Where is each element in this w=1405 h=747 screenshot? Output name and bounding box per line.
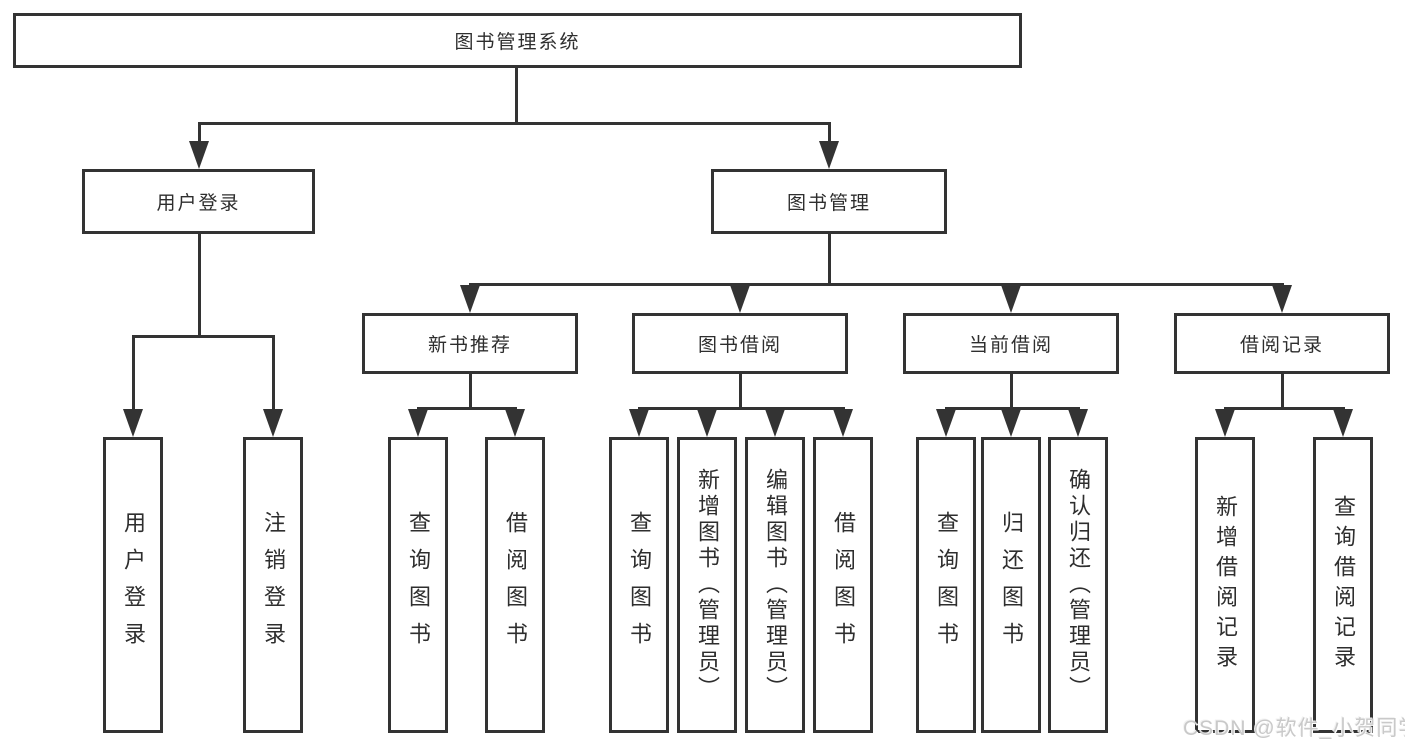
connector-arrowhead bbox=[1215, 409, 1235, 437]
node-user-login: 用户登录 bbox=[82, 169, 315, 234]
node-book-management-system: 图书管理系统 bbox=[13, 13, 1022, 68]
leaf-return-books: 归还图书 bbox=[981, 437, 1041, 733]
connector-arrowhead bbox=[460, 285, 480, 313]
node-book-borrowing: 图书借阅 bbox=[632, 313, 848, 374]
connector-line bbox=[739, 374, 742, 407]
connector-line bbox=[469, 283, 1284, 286]
node-label: 查询图书 bbox=[934, 511, 959, 659]
connector-arrowhead bbox=[629, 409, 649, 437]
node-label: 查询图书 bbox=[627, 511, 652, 659]
connector-arrowhead bbox=[833, 409, 853, 437]
connector-line bbox=[198, 234, 201, 335]
node-label: 编辑图书（管理员） bbox=[763, 468, 788, 702]
connector-arrowhead bbox=[730, 285, 750, 313]
node-book-management: 图书管理 bbox=[711, 169, 947, 234]
connector-line bbox=[1010, 374, 1013, 407]
connector-arrowhead bbox=[765, 409, 785, 437]
node-label: 新增图书（管理员） bbox=[695, 468, 720, 702]
connector-line bbox=[1224, 407, 1345, 410]
node-label: 图书管理系统 bbox=[454, 32, 581, 53]
leaf-add-books-admin: 新增图书（管理员） bbox=[677, 437, 737, 733]
node-label: 用户登录 bbox=[156, 193, 241, 214]
connector-line bbox=[1281, 374, 1284, 407]
node-label: 新书推荐 bbox=[427, 335, 512, 356]
connector-line bbox=[828, 122, 831, 144]
connector-arrowhead bbox=[1001, 285, 1021, 313]
connector-line bbox=[132, 335, 135, 412]
connector-line bbox=[638, 407, 845, 410]
node-label: 图书借阅 bbox=[697, 335, 782, 356]
leaf-borrow-books-recommend: 借阅图书 bbox=[485, 437, 545, 733]
connector-arrowhead bbox=[1001, 409, 1021, 437]
connector-arrowhead bbox=[189, 141, 209, 169]
connector-arrowhead bbox=[936, 409, 956, 437]
leaf-query-books-recommend: 查询图书 bbox=[388, 437, 448, 733]
node-label: 借阅记录 bbox=[1239, 335, 1324, 356]
leaf-query-borrow-record: 查询借阅记录 bbox=[1313, 437, 1373, 733]
connector-arrowhead bbox=[408, 409, 428, 437]
leaf-logout: 注销登录 bbox=[243, 437, 303, 733]
csdn-watermark: CSDN @软件_小贺同学 bbox=[1183, 717, 1405, 740]
leaf-borrow-books-borrowing: 借阅图书 bbox=[813, 437, 873, 733]
leaf-add-borrow-record: 新增借阅记录 bbox=[1195, 437, 1255, 733]
connector-arrowhead bbox=[819, 141, 839, 169]
connector-arrowhead bbox=[1272, 285, 1292, 313]
node-label: 归还图书 bbox=[999, 511, 1024, 659]
leaf-edit-books-admin: 编辑图书（管理员） bbox=[745, 437, 805, 733]
node-label: 图书管理 bbox=[786, 193, 871, 214]
connector-arrowhead bbox=[505, 409, 525, 437]
node-label: 当前借阅 bbox=[968, 335, 1053, 356]
node-label: 借阅图书 bbox=[831, 511, 856, 659]
node-label: 确认归还（管理员） bbox=[1066, 468, 1091, 702]
leaf-user-login: 用户登录 bbox=[103, 437, 163, 733]
node-label: 用户登录 bbox=[121, 511, 146, 659]
node-label: 借阅图书 bbox=[503, 511, 528, 659]
connector-arrowhead bbox=[123, 409, 143, 437]
connector-arrowhead bbox=[1333, 409, 1353, 437]
connector-line bbox=[417, 407, 517, 410]
connector-line bbox=[132, 335, 275, 338]
leaf-query-books-borrowing: 查询图书 bbox=[609, 437, 669, 733]
connector-line bbox=[515, 68, 518, 122]
connector-arrowhead bbox=[263, 409, 283, 437]
node-label: 查询借阅记录 bbox=[1331, 495, 1356, 675]
node-label: 注销登录 bbox=[261, 511, 286, 659]
connector-line bbox=[198, 122, 201, 144]
node-label: 新增借阅记录 bbox=[1213, 495, 1238, 675]
connector-arrowhead bbox=[697, 409, 717, 437]
connector-line bbox=[828, 234, 831, 283]
node-current-borrowing: 当前借阅 bbox=[903, 313, 1119, 374]
node-borrow-records: 借阅记录 bbox=[1174, 313, 1390, 374]
connector-line bbox=[469, 374, 472, 407]
connector-line bbox=[272, 335, 275, 412]
connector-arrowhead bbox=[1068, 409, 1088, 437]
connector-line bbox=[198, 122, 831, 125]
leaf-query-books-current: 查询图书 bbox=[916, 437, 976, 733]
node-new-book-recommend: 新书推荐 bbox=[362, 313, 578, 374]
node-label: 查询图书 bbox=[406, 511, 431, 659]
leaf-confirm-return-admin: 确认归还（管理员） bbox=[1048, 437, 1108, 733]
